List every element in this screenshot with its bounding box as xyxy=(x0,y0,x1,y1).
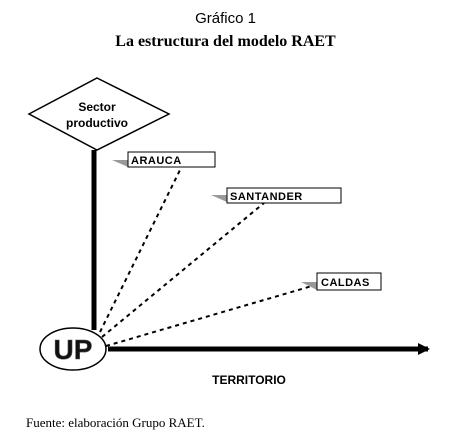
region-caldas: CALDAS xyxy=(301,272,382,291)
up-origin-node: UP xyxy=(39,327,107,371)
region-arauca: ARAUCA xyxy=(112,151,216,168)
connector-caldas xyxy=(105,285,313,347)
figure-source: Fuente: elaboración Grupo RAET. xyxy=(26,415,205,430)
connector-arauca xyxy=(99,167,182,333)
region-santander: SANTANDER xyxy=(211,187,342,204)
sector-productivo-node: Sector productivo xyxy=(27,77,171,151)
region-label-arauca: ARAUCA xyxy=(131,155,182,167)
sector-label-line2: productivo xyxy=(66,116,128,130)
figure-label: Gráfico 1 xyxy=(195,10,256,27)
figure-title: La estructura del modelo RAET xyxy=(115,33,336,50)
region-label-santander: SANTANDER xyxy=(230,191,303,203)
region-label-caldas: CALDAS xyxy=(321,277,370,289)
up-label: UP xyxy=(54,334,93,365)
territorio-label: TERRITORIO xyxy=(212,373,286,387)
connector-santander xyxy=(101,202,265,338)
sector-label-line1: Sector xyxy=(78,100,116,114)
